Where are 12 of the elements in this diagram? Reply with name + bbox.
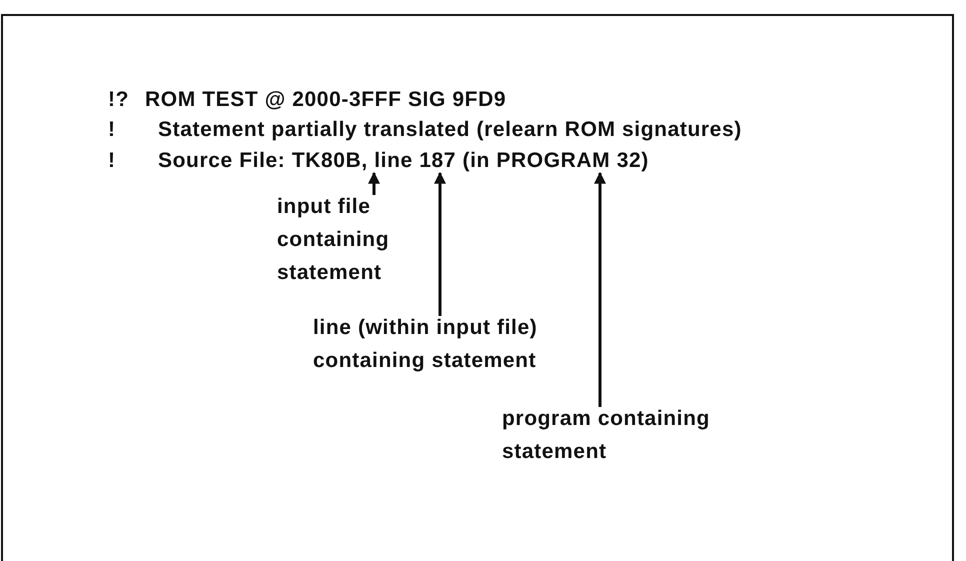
code-line: ROM TEST @ 2000-3FFF SIG 9FD9	[145, 89, 506, 111]
leader-arrow	[368, 172, 380, 195]
leader-arrow	[434, 172, 446, 316]
prompt-marker: !	[108, 119, 116, 141]
prompt-marker: !	[108, 150, 116, 172]
leader-arrow	[594, 172, 606, 407]
annotation-text: line (within input file) containing statement	[313, 311, 573, 377]
message-line: Source File: TK80B, line 187 (in PROGRAM 32)	[158, 150, 649, 172]
annotation-text: program containing statement	[502, 402, 747, 468]
message-line: Statement partially translated (relearn ROM signatures)	[158, 119, 742, 141]
annotation-text: input file containing statement	[277, 190, 407, 289]
prompt-marker: !?	[108, 89, 130, 111]
